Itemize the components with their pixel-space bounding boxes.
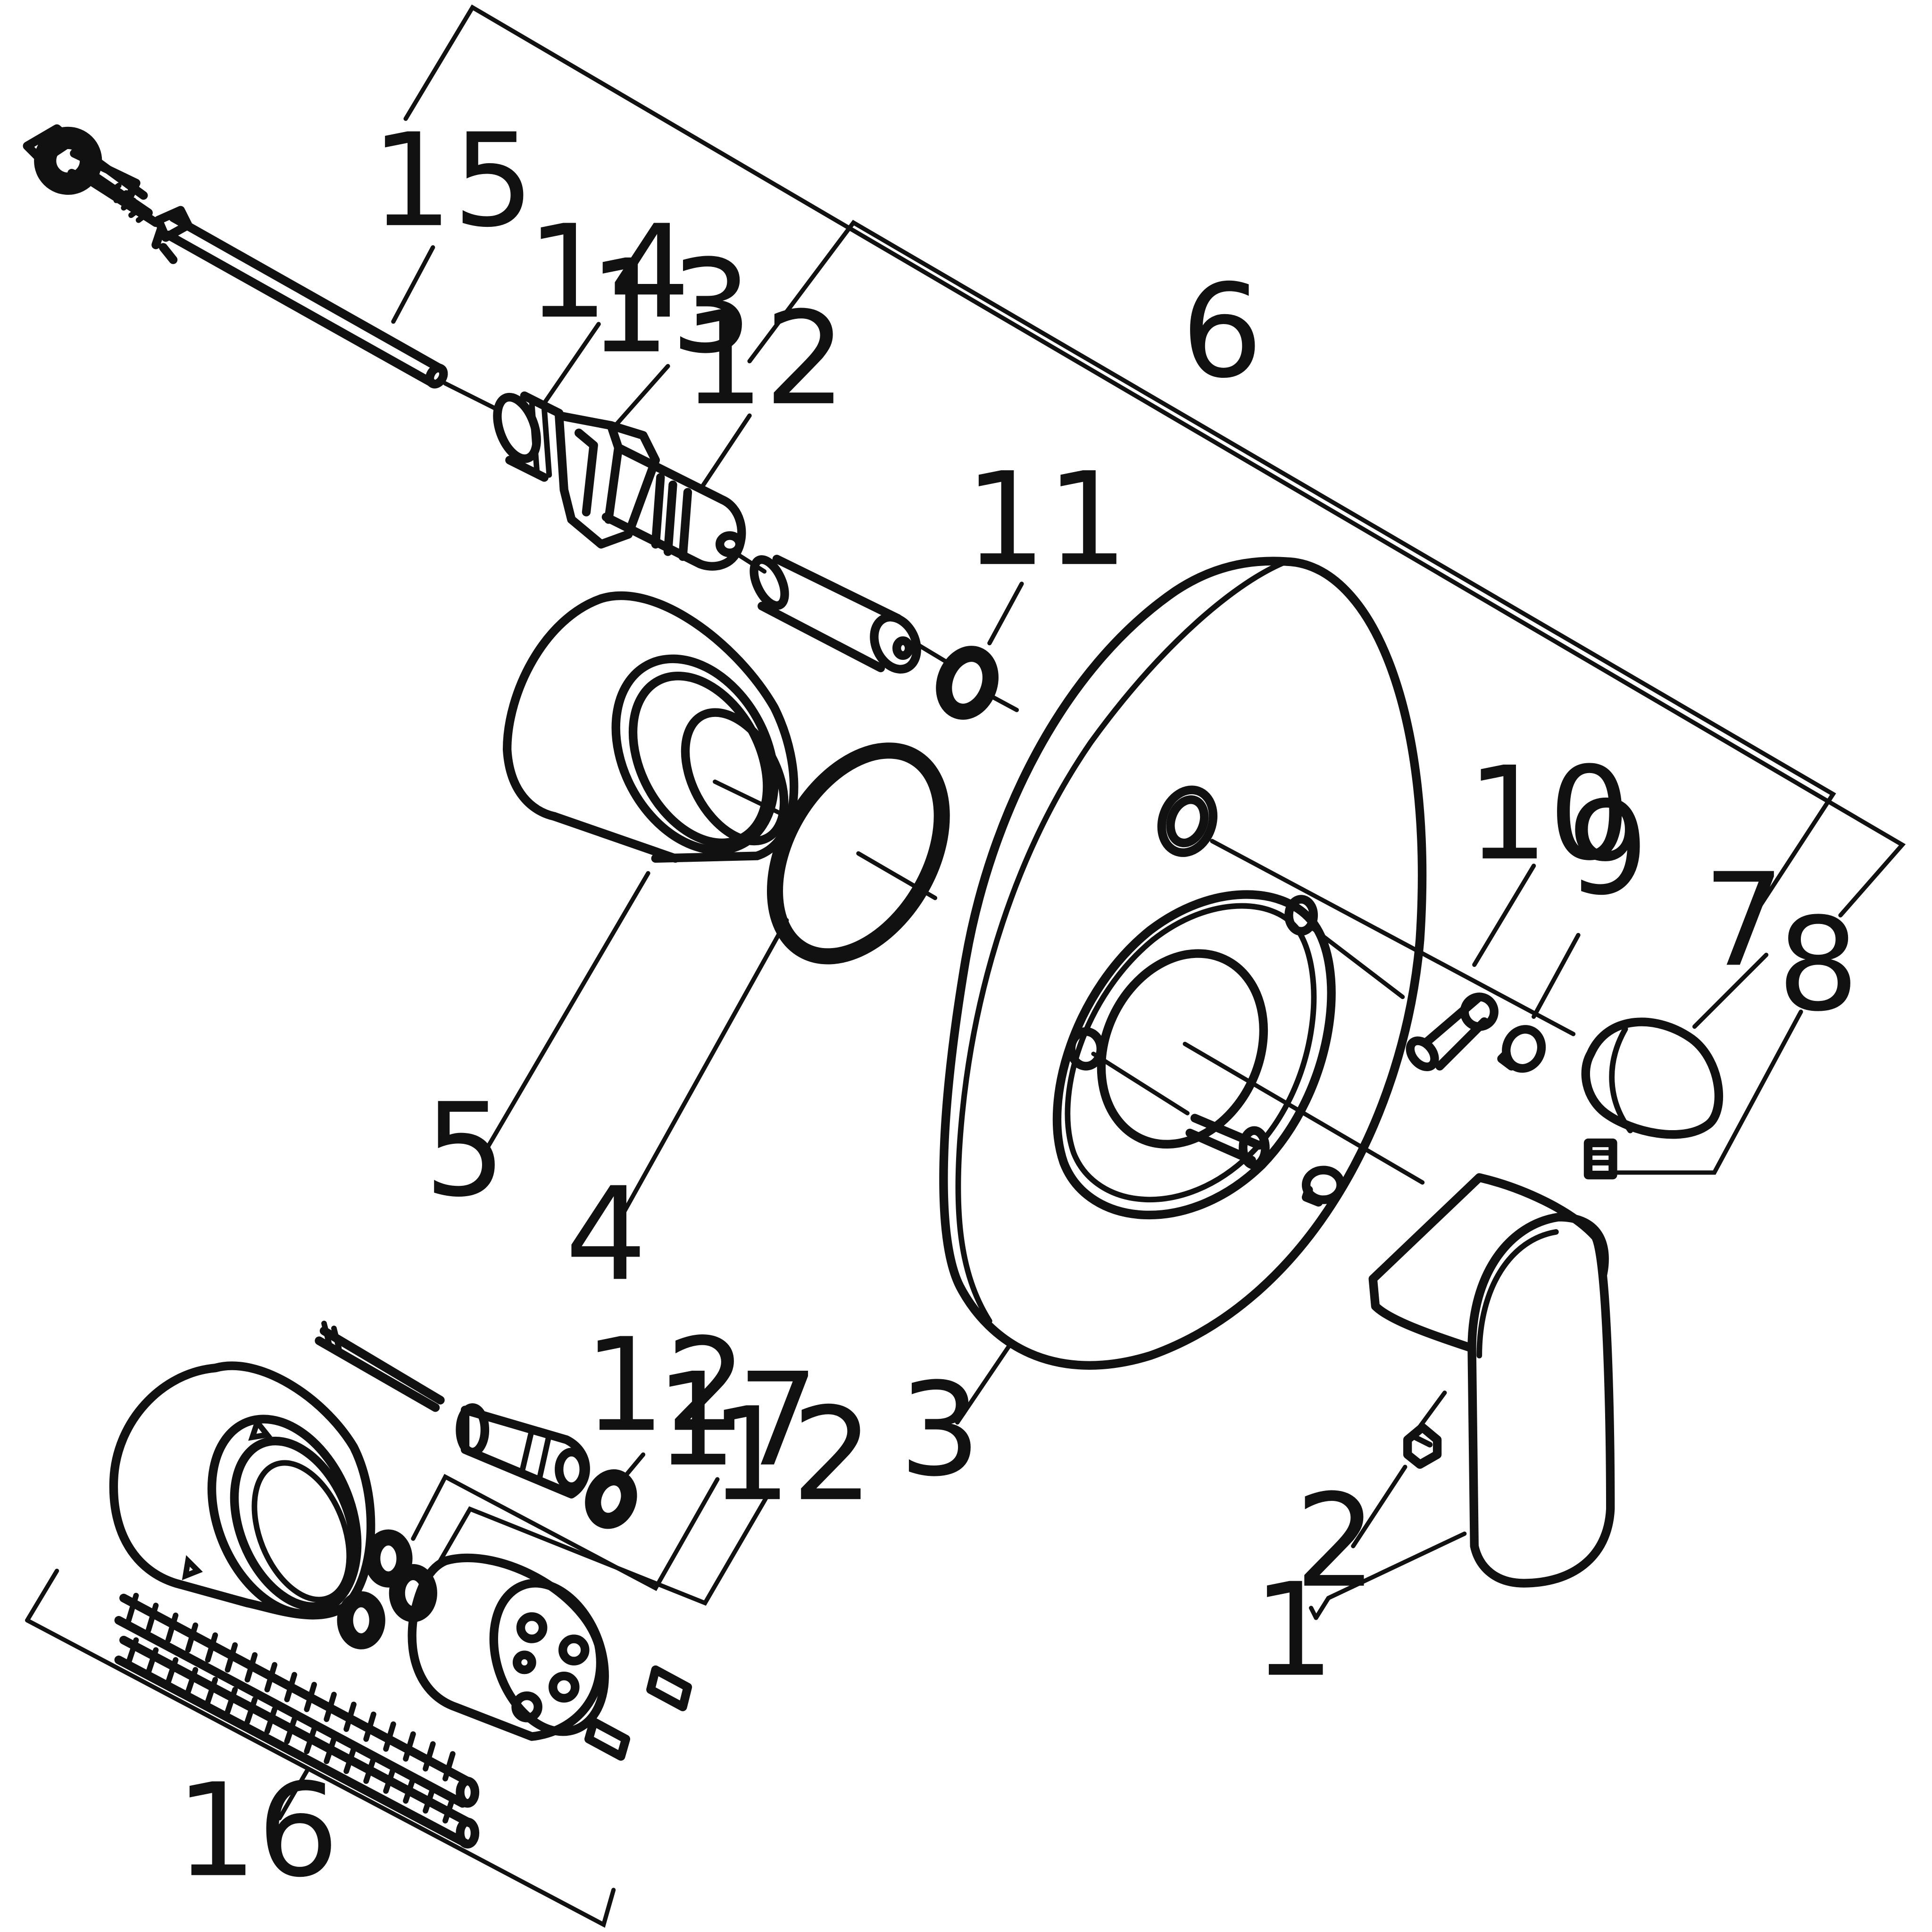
callout-11: 11 (965, 445, 1128, 595)
part-12-sleeve (749, 555, 921, 674)
part-9-clip (1497, 1025, 1546, 1073)
callout-12-lower-a: 12 (583, 1311, 747, 1460)
part-16-hoses (114, 1592, 480, 1849)
part-11-o-ring (936, 646, 999, 720)
callout-3: 3 (899, 1356, 981, 1505)
part-2-screw (1403, 1423, 1442, 1469)
part-14-13-12-cartridge (493, 391, 746, 571)
bracket-set-6 (403, 4, 1906, 918)
callout-1: 1 (1253, 1556, 1335, 1706)
leader-lines (277, 245, 1803, 1821)
callout-12-upper: 12 (683, 284, 846, 434)
callout-4: 4 (565, 1160, 647, 1309)
part-15-extension-rod (23, 124, 448, 389)
callout-16: 16 (175, 1756, 339, 1906)
part-3-escutcheon-plate (939, 557, 1427, 1370)
part-12-lower-cartridge (315, 1320, 637, 1529)
callout-13: 13 (589, 233, 752, 382)
callout-8: 8 (1777, 891, 1859, 1040)
bracket-16-bottom (25, 1618, 616, 1928)
part-7-knob (1581, 1017, 1723, 1139)
callout-5: 5 (424, 1076, 506, 1225)
callout-15: 15 (371, 106, 534, 256)
part-10-pin (1406, 992, 1499, 1071)
callout-10: 10 (1467, 740, 1631, 889)
callout-numbers: 15 14 13 12 6 11 10 9 7 8 5 4 3 12 17 12… (175, 106, 1859, 1906)
callout-7: 7 (1703, 846, 1785, 995)
callout-9: 9 (1567, 774, 1649, 924)
group-brackets (25, 4, 1906, 1928)
callout-12-lower-b: 12 (710, 1380, 874, 1530)
part-8-grub-screw (1583, 1138, 1617, 1180)
callout-6: 6 (1181, 257, 1263, 407)
callout-14: 14 (527, 198, 691, 347)
part-1-lever-handle (1368, 1173, 1615, 1588)
callout-17: 17 (655, 1346, 819, 1495)
part-diverter-pins (584, 1665, 692, 1761)
bracket-set-12 (747, 219, 1836, 918)
bracket-16-left (25, 1568, 59, 1623)
part-5-housing (502, 591, 799, 863)
callout-2: 2 (1295, 1467, 1377, 1616)
part-diverter-housing (109, 1361, 375, 1620)
part-diverter-plug (408, 1553, 609, 1741)
